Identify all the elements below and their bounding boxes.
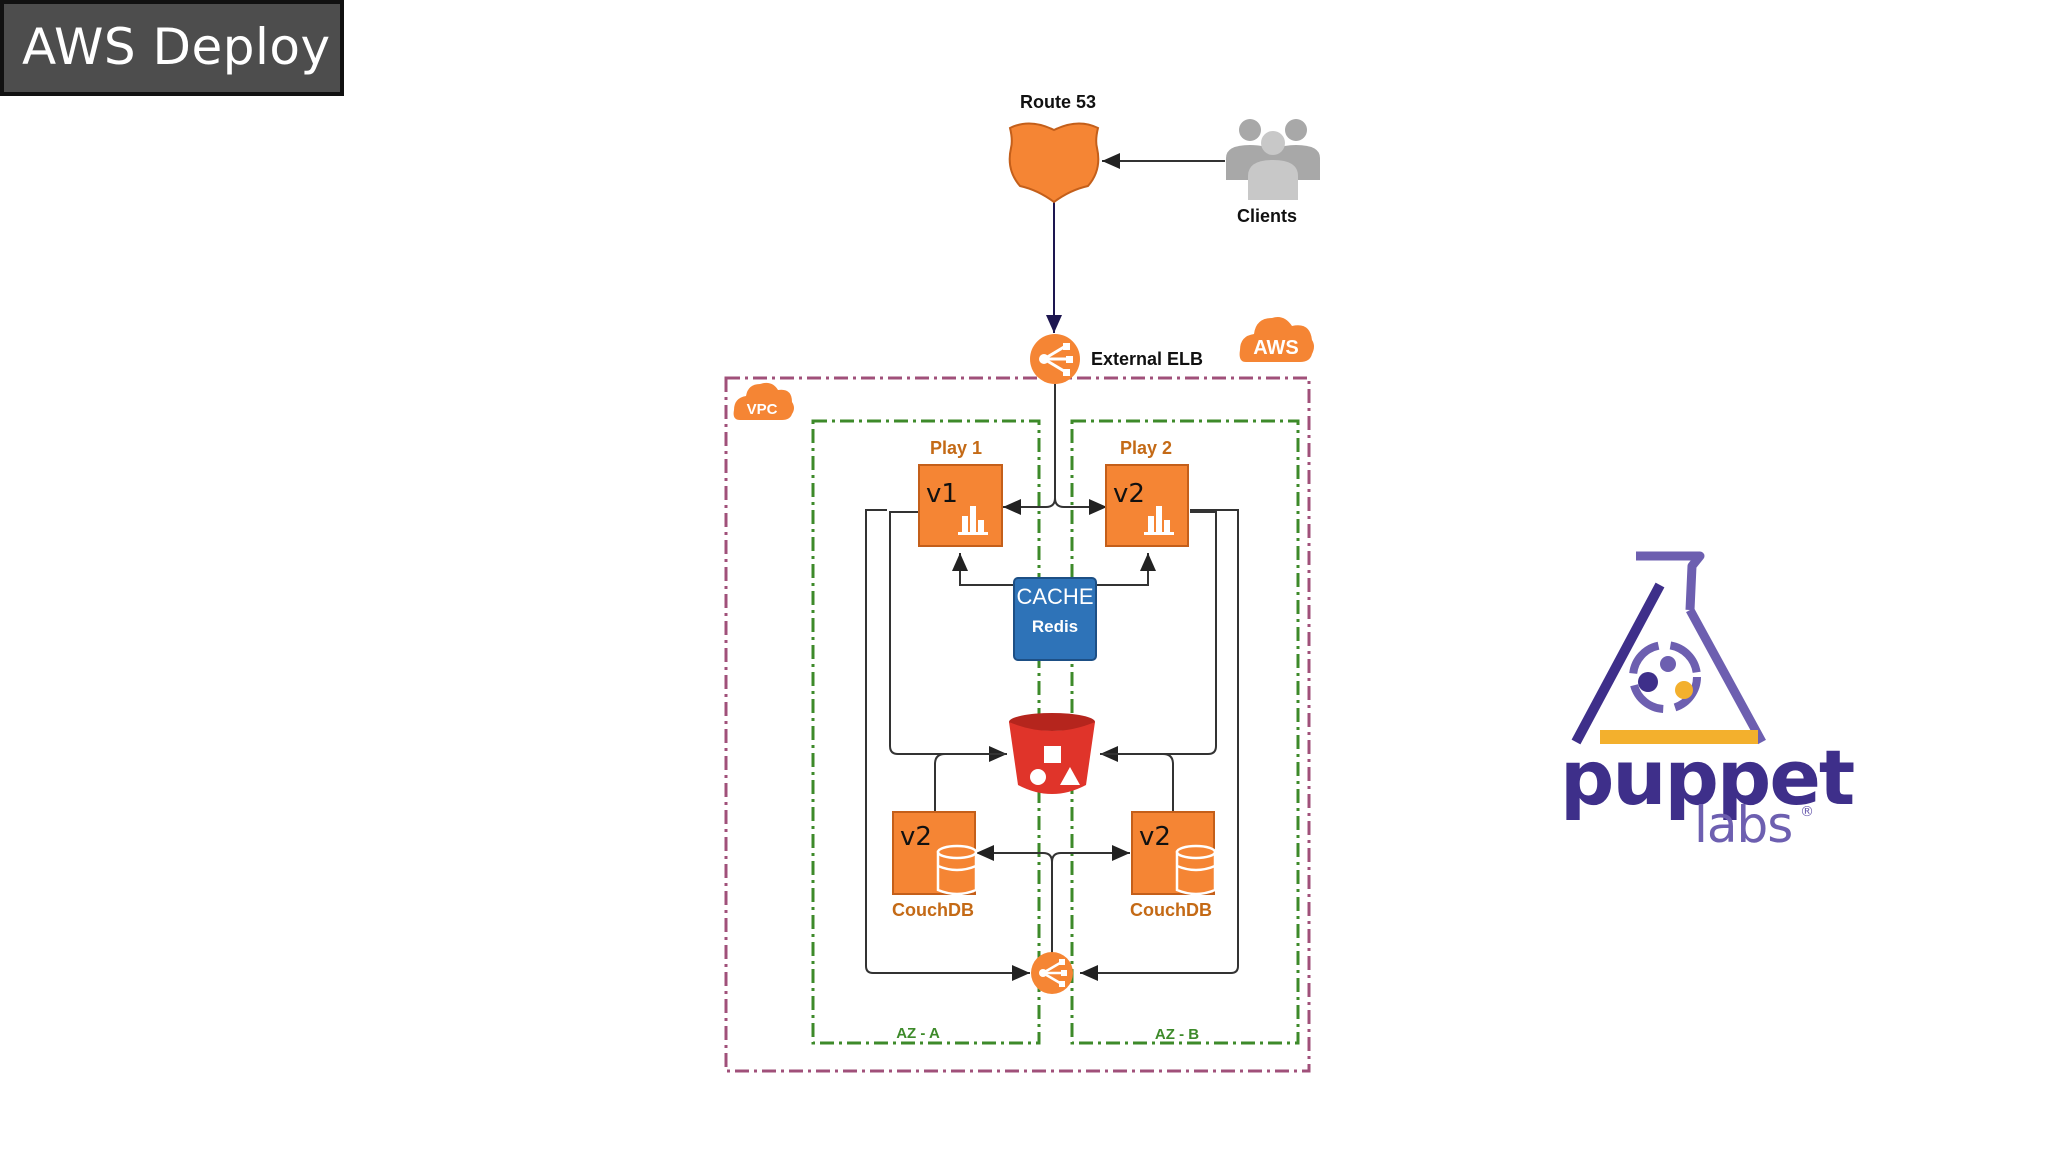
slide-title-box: AWS Deploy — [0, 0, 344, 96]
az-a-boundary — [811, 419, 1041, 1045]
slide-title: AWS Deploy — [22, 18, 331, 76]
vpc-badge-text: VPC — [747, 401, 778, 418]
redis-cache-node: CACHE Redis — [1013, 577, 1097, 661]
az-b-label: AZ - B — [1155, 1026, 1199, 1043]
bar-chart-icon — [958, 506, 988, 535]
puppet-logo-word: puppet — [1560, 733, 1855, 822]
aws-cloud-icon: AWS — [1239, 317, 1314, 362]
route53-icon — [1008, 122, 1100, 204]
couchdb-a-label: CouchDB — [892, 900, 974, 920]
play2-version: v2 — [1113, 479, 1145, 509]
aws-badge-text: AWS — [1253, 337, 1299, 359]
s3-bucket-icon — [1009, 713, 1095, 794]
couchdb-b-label: CouchDB — [1130, 900, 1212, 920]
puppet-labs-logo — [1571, 551, 1766, 745]
clients-label: Clients — [1237, 206, 1297, 226]
database-icon — [936, 844, 978, 896]
cache-title: CACHE — [1016, 584, 1093, 609]
registered-mark: ® — [1800, 804, 1814, 820]
vpc-cloud-icon: VPC — [733, 382, 794, 420]
vpc-boundary — [724, 376, 1311, 1073]
az-a-label: AZ - A — [896, 1025, 940, 1042]
bar-chart-icon — [1144, 506, 1174, 535]
play1-instance: v1 — [918, 464, 1003, 547]
couchdb-b-version: v2 — [1139, 822, 1171, 852]
external-elb-icon — [1030, 334, 1080, 384]
cache-subtitle: Redis — [1032, 617, 1078, 636]
couchdb-b-node: v2 — [1131, 811, 1217, 896]
play2-instance: v2 — [1105, 464, 1189, 547]
database-icon — [1175, 844, 1217, 896]
play1-label: Play 1 — [930, 438, 982, 458]
couchdb-a-node: v2 — [892, 811, 978, 896]
clients-icon — [1226, 119, 1320, 200]
puppet-logo-sub: labs — [1694, 796, 1793, 854]
play2-label: Play 2 — [1120, 438, 1172, 458]
couchdb-a-version: v2 — [900, 822, 932, 852]
play1-version: v1 — [926, 479, 958, 509]
internal-elb-icon — [1031, 952, 1073, 994]
external-elb-label: External ELB — [1091, 349, 1203, 369]
route53-label: Route 53 — [1020, 92, 1096, 112]
